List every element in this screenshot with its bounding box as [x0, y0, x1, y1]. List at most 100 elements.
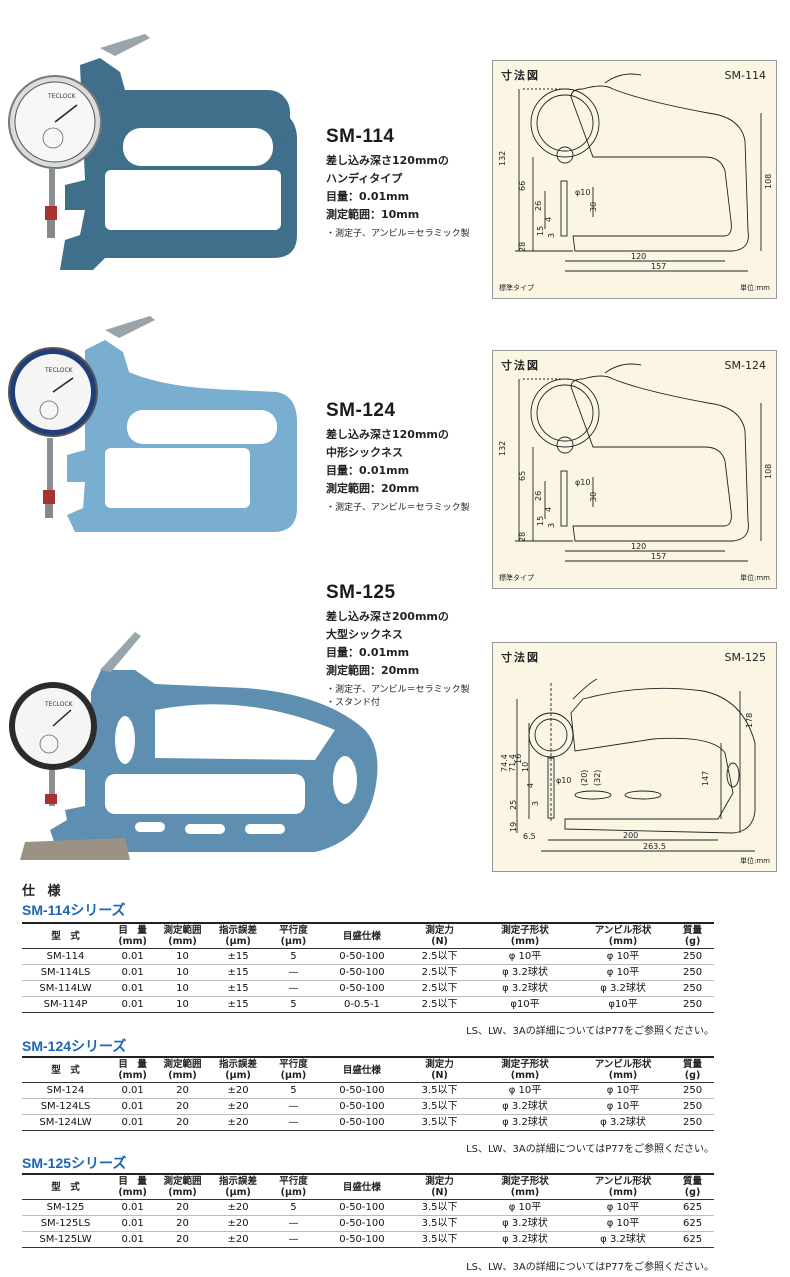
table-cell: ±20: [227, 1117, 249, 1128]
table-cell: 3.5以下: [421, 1202, 458, 1213]
dimension-unit: 単位:mm: [740, 284, 770, 292]
table-cell: 250: [683, 1085, 703, 1096]
table-cell: 0.01: [121, 1085, 144, 1096]
product-graduation: 目量：0.01mm: [326, 190, 410, 203]
table-cell: ±20: [227, 1085, 249, 1096]
table-cell: SM-114LW: [39, 983, 92, 994]
product-graduation: 目量：0.01mm: [326, 464, 410, 477]
dim-147: 147: [701, 771, 710, 786]
table-cell: 5: [290, 1085, 297, 1096]
dimension-drawing: 132 66 26 4 φ10 30 15 3 28 108 120 157: [498, 73, 773, 272]
table-header-row: 型 式 目 量(mm) 測定範囲(mm) 指示誤差(μm) 平行度(μm) 目盛…: [22, 1057, 714, 1083]
dial-brand-114: TECLOCK: [47, 93, 77, 100]
table-cell: φ 10平: [606, 967, 640, 978]
dim-19: 19: [509, 822, 518, 832]
dimension-model: SM-124: [724, 359, 766, 372]
dim-108: 108: [764, 174, 773, 189]
dim-120: 120: [631, 252, 646, 261]
col-model: 型 式: [22, 923, 110, 949]
dim-28: 28: [518, 242, 527, 252]
dimension-diagram-sm124: 132 65 26 4 φ10 30 15 3 28 108 120 157 寸…: [492, 350, 777, 589]
table-cell: φ 10平: [606, 1218, 640, 1229]
dim-28: 28: [518, 532, 527, 542]
dim-phi10: φ10: [556, 776, 571, 785]
col-anvil: アンビル形状(mm): [574, 1057, 672, 1083]
table-cell: 0.01: [121, 1218, 144, 1229]
table-cell: 0-50-100: [339, 983, 385, 994]
table-cell: 5: [290, 999, 297, 1010]
col-range: 測定範囲(mm): [156, 1174, 209, 1200]
product-depth: 差し込み深さ120mmの: [326, 428, 449, 441]
col-range: 測定範囲(mm): [156, 1057, 209, 1083]
sm124-photo: TECLOCK: [5, 310, 305, 540]
table-cell: SM-124: [46, 1085, 85, 1096]
dimension-model: SM-125: [724, 651, 766, 664]
dimension-type-label: 標準タイプ: [499, 574, 534, 582]
table-cell: SM-125LW: [39, 1234, 92, 1245]
col-error: 指示誤差(μm): [208, 1057, 268, 1083]
table-cell: 0-50-100: [339, 967, 385, 978]
col-scale: 目盛仕様: [319, 1057, 405, 1083]
dim-132: 132: [498, 441, 507, 456]
dimension-unit: 単位:mm: [740, 857, 770, 865]
table-cell: 250: [683, 1117, 703, 1128]
table-cell: φ 3.2球状: [600, 1117, 646, 1128]
dim-phi10: φ10: [575, 478, 590, 487]
dimension-diagram-sm125: 74.4 71.4 16 10 4 3 25 19 φ10 (20) (32) …: [492, 642, 777, 872]
table-cell: φ 10平: [606, 951, 640, 962]
product-sm125: SM-125 差し込み深さ200mmの 大型シックネス 目量：0.01mm 測定…: [326, 582, 496, 710]
dim-132: 132: [498, 151, 507, 166]
table-cell: 3.5以下: [421, 1085, 458, 1096]
table-cell: —: [288, 1218, 299, 1229]
table-cell: SM-125LS: [40, 1218, 91, 1229]
table-cell: 20: [176, 1234, 189, 1245]
col-model: 型 式: [22, 1174, 110, 1200]
table-cell: —: [288, 967, 299, 978]
col-anvil: アンビル形状(mm): [574, 1174, 672, 1200]
dim-26: 26: [534, 201, 543, 211]
table-cell: —: [288, 1101, 299, 1112]
dimension-drawing: 74.4 71.4 16 10 4 3 25 19 φ10 (20) (32) …: [500, 678, 756, 852]
footnote-sm114: LS、LW、3Aの詳細についてはP77をご参照ください。: [466, 1026, 714, 1037]
table-cell: 250: [683, 951, 703, 962]
col-mass: 質量(g): [671, 1057, 714, 1083]
col-parallelism: 平行度(μm): [267, 1057, 320, 1083]
footnote-sm125: LS、LW、3Aの詳細についてはP77をご参照ください。: [466, 1262, 714, 1273]
table-cell: φ 3.2球状: [502, 1101, 548, 1112]
table-cell: —: [288, 983, 299, 994]
table-header-row: 型 式 目 量(mm) 測定範囲(mm) 指示誤差(μm) 平行度(μm) 目盛…: [22, 923, 714, 949]
table-cell: φ10平: [510, 999, 540, 1010]
table-cell: ±20: [227, 1202, 249, 1213]
table-cell: 0-50-100: [339, 1234, 385, 1245]
table-cell: φ 3.2球状: [502, 967, 548, 978]
table-cell: ±15: [227, 967, 249, 978]
table-cell: 0-50-100: [339, 951, 385, 962]
table-cell: 0-50-100: [339, 1218, 385, 1229]
table-cell: SM-124LS: [40, 1101, 91, 1112]
dim-65: 65: [518, 471, 527, 481]
product-note: ・スタンド付: [326, 698, 381, 708]
dimension-unit: 単位:mm: [740, 574, 770, 582]
table-cell: 3.5以下: [421, 1234, 458, 1245]
product-model: SM-114: [326, 126, 395, 147]
table-cell: ±15: [227, 983, 249, 994]
table-cell: 250: [683, 999, 703, 1010]
table-cell: 2.5以下: [421, 983, 458, 994]
col-error: 指示誤差(μm): [208, 923, 268, 949]
spec-title: 仕 様: [22, 884, 65, 899]
table-cell: ±15: [227, 999, 249, 1010]
col-parallelism: 平行度(μm): [267, 1174, 320, 1200]
dim-157: 157: [651, 552, 666, 561]
table-cell: 20: [176, 1117, 189, 1128]
table-cell: φ 3.2球状: [502, 1218, 548, 1229]
table-cell: 3.5以下: [421, 1117, 458, 1128]
dim-4: 4: [544, 507, 553, 512]
table-cell: 5: [290, 1202, 297, 1213]
col-force: 測定力(N): [404, 1174, 476, 1200]
dimension-diagram-sm114: 132 66 26 4 φ10 30 15 3 28 108 120 157 寸…: [492, 60, 777, 299]
table-cell: SM-114: [46, 951, 85, 962]
